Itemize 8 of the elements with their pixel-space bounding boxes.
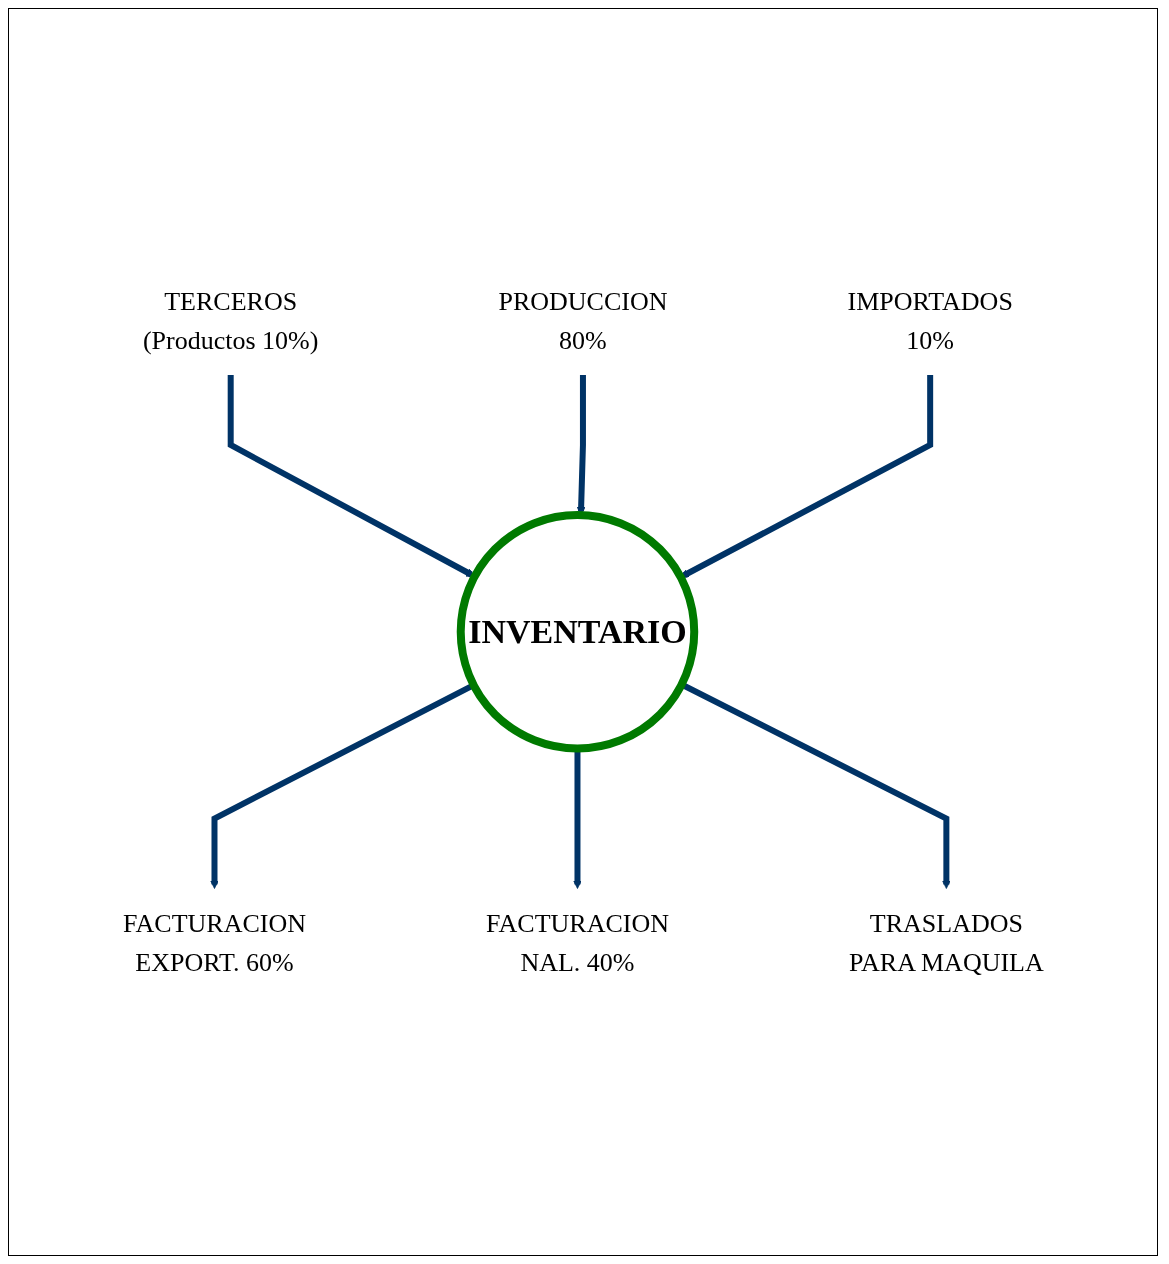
arrow	[227, 375, 475, 578]
node-text: TERCEROS (Productos 10%)	[142, 287, 319, 356]
node-text: FACTURACION EXPORT. 60%	[122, 908, 306, 977]
node-text: FACTURACION NAL. 40%	[485, 908, 669, 977]
node-text: IMPORTADOS 10%	[847, 287, 1013, 356]
node-text: PRODUCCION 80%	[498, 287, 668, 356]
node-text: TRASLADOS PARA MAQUILA	[848, 908, 1044, 977]
node-circle: INVENTARIO	[456, 511, 698, 753]
